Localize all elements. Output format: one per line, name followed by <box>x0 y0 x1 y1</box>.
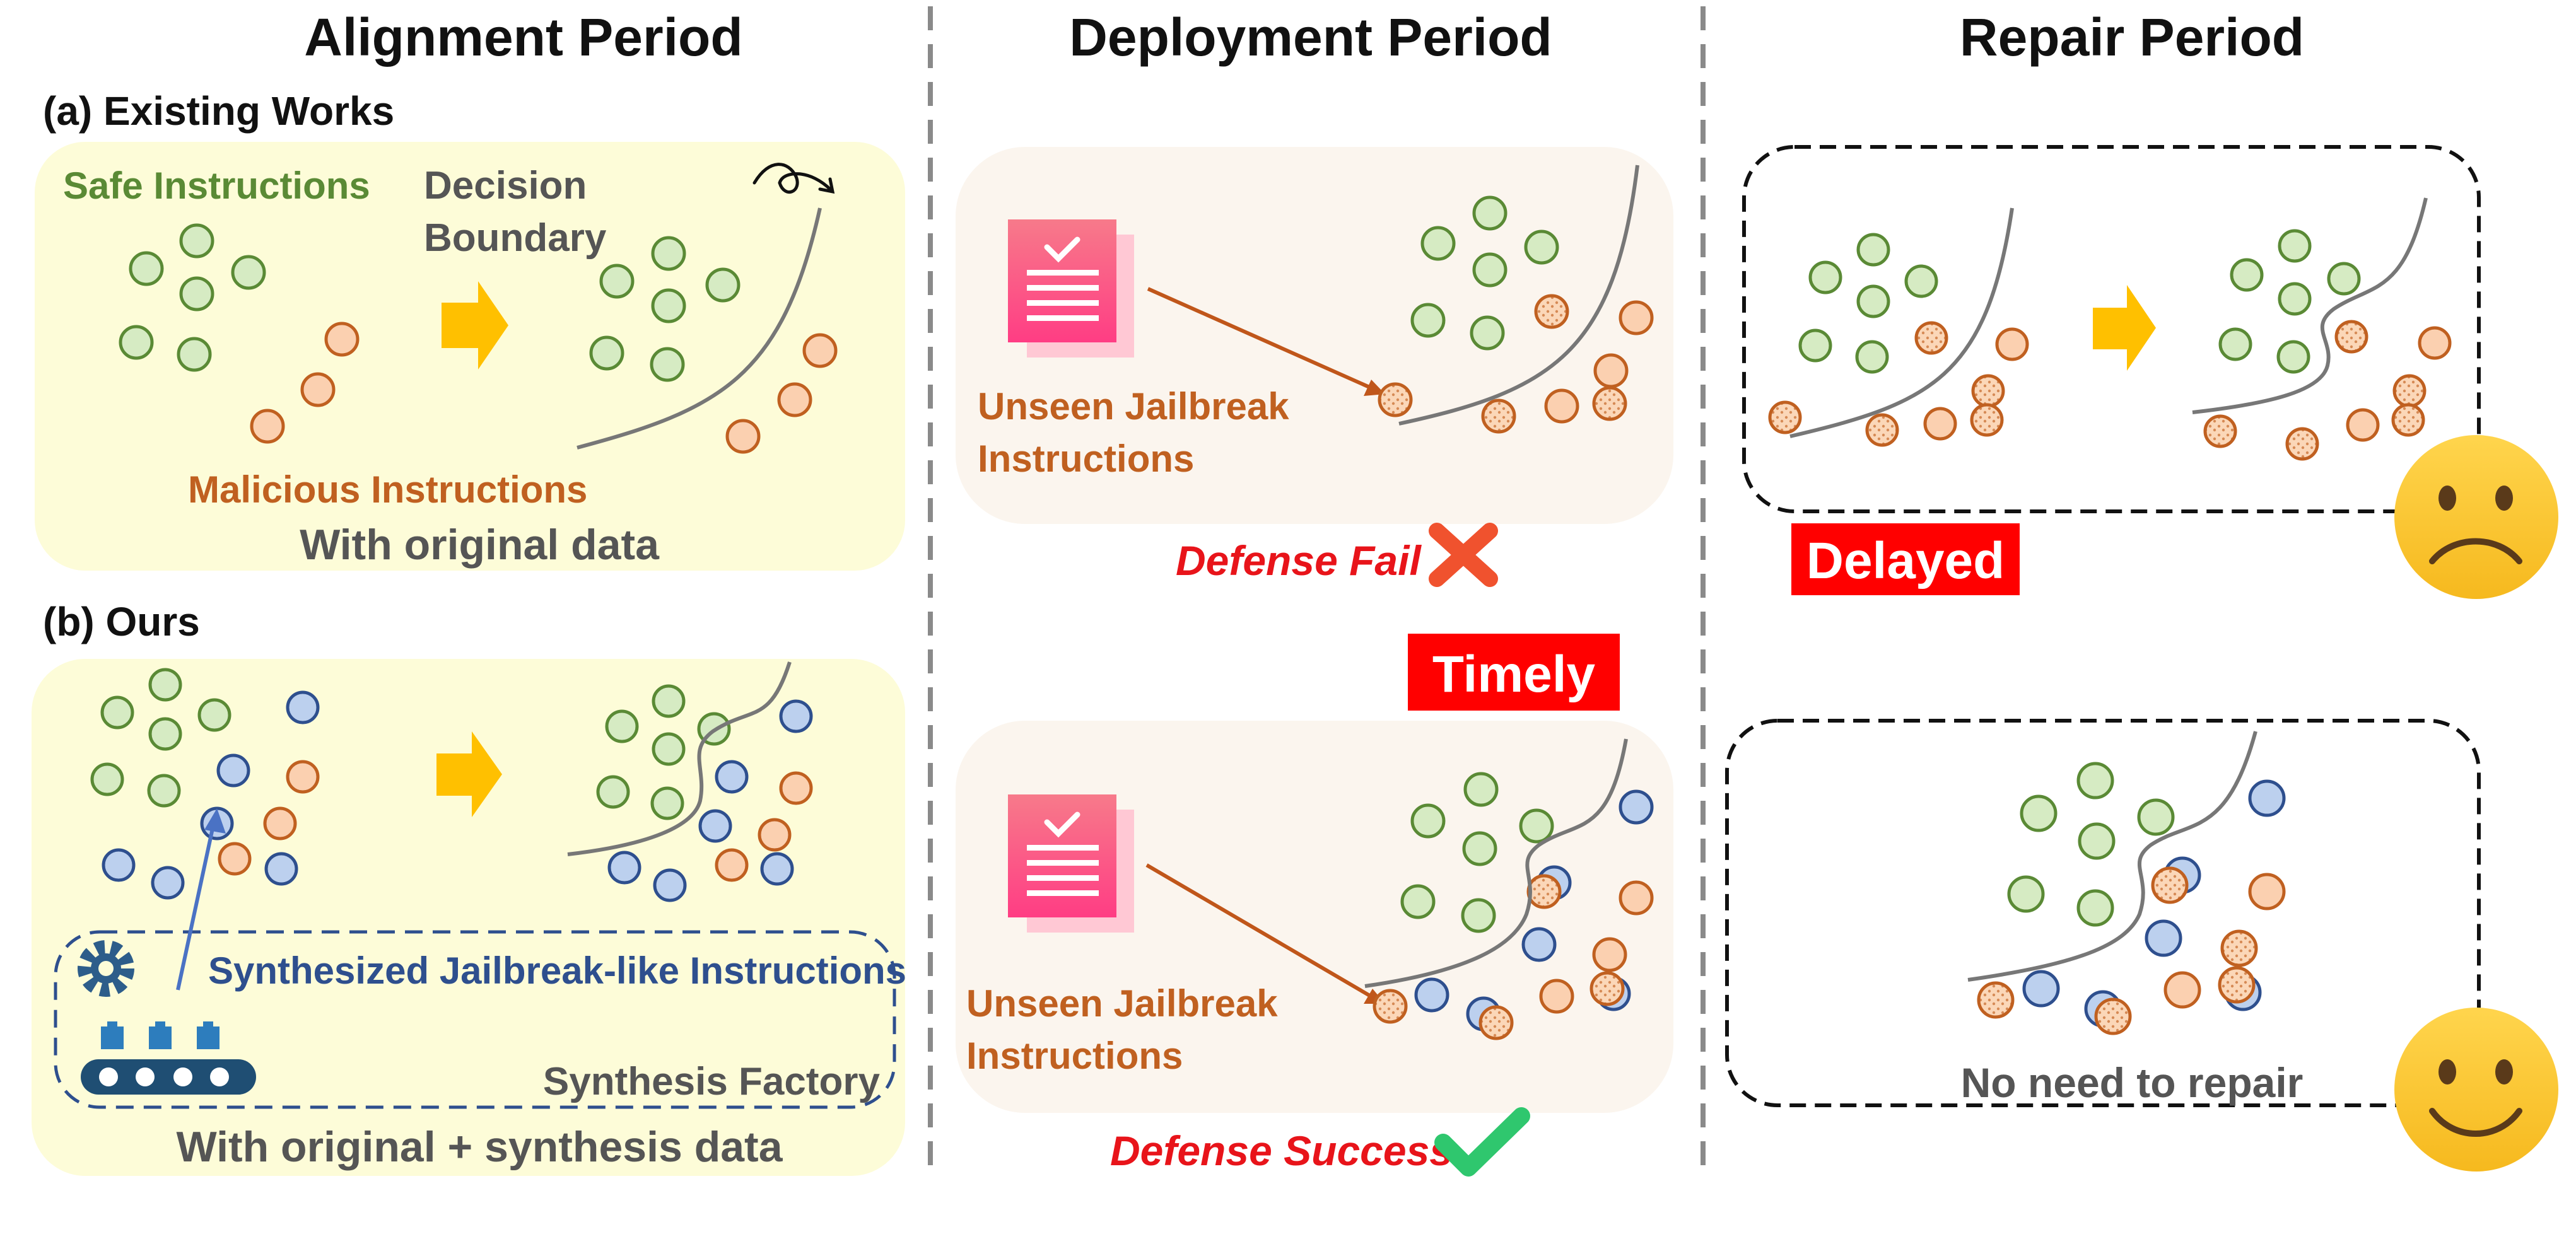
cluster-repair-bottom <box>1977 762 2286 1035</box>
label-safe-instructions: Safe Instructions <box>63 165 370 207</box>
label-existing-works: (a) Existing Works <box>43 88 394 134</box>
cluster-repair-top-left <box>1768 233 2029 447</box>
decision-boundary-repair-before <box>1789 207 2014 438</box>
check-icon <box>1434 1107 1530 1177</box>
label-unseen-jailbreak-bottom-1: Unseen Jailbreak <box>966 982 1278 1025</box>
conveyor-belt-icon <box>81 1021 256 1095</box>
decision-boundary-deploy-top <box>1398 165 1639 426</box>
cluster-repair-top-right <box>2203 229 2452 461</box>
label-defense-fail: Defense Fail <box>1176 537 1422 584</box>
decision-boundary-deploy-bottom <box>1364 738 1628 988</box>
document-icon-bottom <box>1008 794 1134 933</box>
label-unseen-jailbreak-bottom-2: Instructions <box>966 1035 1183 1077</box>
label-unseen-jailbreak-top-1: Unseen Jailbreak <box>978 385 1289 427</box>
gear-icon <box>78 940 134 997</box>
decision-boundary-repair-bottom <box>1967 731 2257 982</box>
hand-drawn-arrow-icon <box>752 163 835 194</box>
synthesis-factory-box <box>54 930 896 1109</box>
title-deployment-period: Deployment Period <box>1069 8 1552 67</box>
synthesis-arrow-head <box>204 808 226 834</box>
title-alignment-period: Alignment Period <box>304 8 742 67</box>
label-no-need-to-repair: No need to repair <box>1961 1059 2304 1106</box>
label-with-original-data: With original data <box>300 521 660 569</box>
cluster-existing-left <box>119 223 360 444</box>
arrow-right-icon-repair <box>2093 285 2156 371</box>
cross-icon <box>1429 523 1498 587</box>
cluster-deployment-bottom <box>1373 772 1654 1040</box>
label-ours: (b) Ours <box>43 599 200 644</box>
panel-existing-works <box>35 142 905 571</box>
panel-repair-top <box>1742 145 2481 513</box>
synthesis-arrow <box>176 819 216 991</box>
decision-boundary-repair-after <box>2192 197 2428 414</box>
badge-delayed-label: Delayed <box>1806 532 2005 590</box>
cluster-deployment-top <box>1378 195 1654 434</box>
arrow-right-icon <box>442 281 508 369</box>
attack-arrow-bottom <box>1145 863 1376 1001</box>
attack-arrow-head-top <box>1364 380 1385 396</box>
label-unseen-jailbreak-top-2: Instructions <box>978 438 1194 480</box>
badge-timely-label: Timely <box>1432 646 1596 703</box>
title-repair-period: Repair Period <box>1960 8 2304 67</box>
label-malicious-instructions: Malicious Instructions <box>188 468 587 511</box>
label-synthesis-factory: Synthesis Factory <box>543 1060 881 1103</box>
badge-timely <box>1408 634 1620 711</box>
decision-boundary-ours <box>567 661 792 856</box>
smiley-face-icon <box>2394 1008 2558 1172</box>
sad-face-icon <box>2394 435 2558 599</box>
cluster-ours-right <box>596 684 813 902</box>
label-defense-success: Defense Success <box>1110 1127 1453 1174</box>
decision-boundary-existing <box>577 207 822 450</box>
document-icon-top <box>1008 219 1134 358</box>
label-synthesized-instructions: Synthesized Jailbreak-like Instructions <box>208 950 906 992</box>
badge-delayed <box>1791 523 2020 595</box>
panel-ours <box>32 659 905 1176</box>
panel-repair-bottom <box>1725 719 2481 1107</box>
label-original-plus-synthesis: With original + synthesis data <box>176 1123 783 1171</box>
attack-arrow-top <box>1147 287 1376 392</box>
cluster-existing-right <box>589 236 838 454</box>
label-decision-boundary-2: Boundary <box>424 216 607 260</box>
label-decision-boundary-1: Decision <box>424 164 587 207</box>
arrow-right-icon-ours <box>436 731 502 817</box>
